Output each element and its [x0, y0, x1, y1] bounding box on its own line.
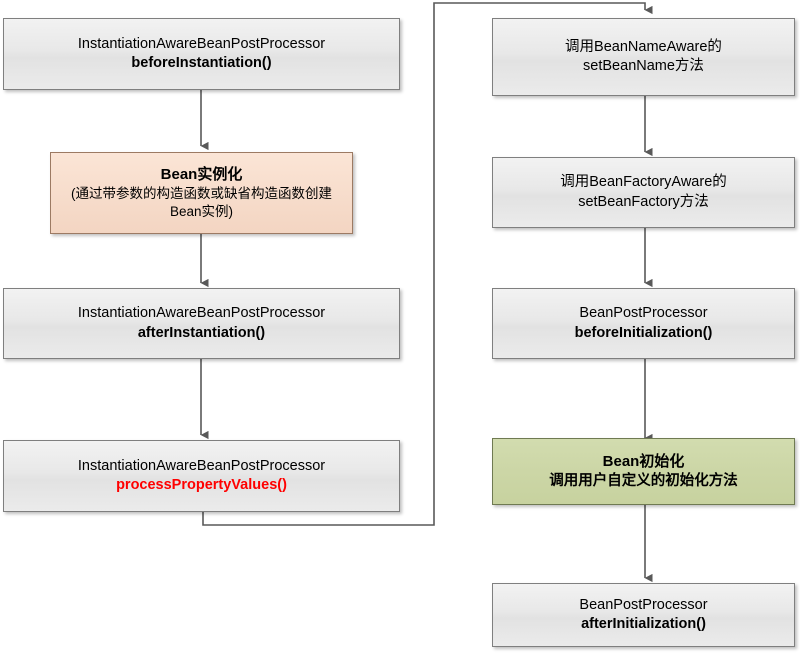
node-bean-name-aware-line2: setBeanName方法: [583, 58, 704, 74]
node-after-instantiation[interactable]: InstantiationAwareBeanPostProcessor afte…: [3, 288, 400, 359]
node-bean-instantiation[interactable]: Bean实例化 (通过带参数的构造函数或缺省构造函数创建Bean实例): [50, 152, 353, 234]
node-after-instantiation-line2: afterInstantiation(): [137, 324, 266, 341]
node-before-initialization-line2: beforeInitialization(): [574, 324, 713, 341]
node-bean-instantiation-line1: Bean实例化: [160, 166, 243, 184]
node-bean-factory-aware[interactable]: 调用BeanFactoryAware的 setBeanFactory方法: [492, 157, 795, 228]
node-before-initialization-line1: BeanPostProcessor: [579, 305, 708, 322]
node-before-initialization[interactable]: BeanPostProcessor beforeInitialization(): [492, 288, 795, 359]
node-process-property-values-line1: InstantiationAwareBeanPostProcessor: [77, 457, 326, 474]
node-bean-name-aware[interactable]: 调用BeanNameAware的 setBeanName方法: [492, 18, 795, 96]
node-after-initialization-line2: afterInitialization(): [581, 616, 706, 632]
node-before-instantiation-line1: InstantiationAwareBeanPostProcessor: [77, 35, 326, 52]
node-bean-initialization-line2: 调用用户自定义的初始化方法: [549, 472, 738, 489]
node-bean-instantiation-line2: (通过带参数的构造函数或缺省构造函数创建Bean实例): [71, 186, 332, 219]
node-bean-name-aware-line1: 调用BeanNameAware的: [565, 38, 722, 55]
node-bean-initialization[interactable]: Bean初始化 调用用户自定义的初始化方法: [492, 438, 795, 505]
node-bean-initialization-line1: Bean初始化: [602, 453, 685, 471]
node-after-instantiation-line1: InstantiationAwareBeanPostProcessor: [77, 305, 326, 322]
node-before-instantiation[interactable]: InstantiationAwareBeanPostProcessor befo…: [3, 18, 400, 90]
node-after-initialization-line1: BeanPostProcessor: [579, 596, 708, 613]
node-process-property-values[interactable]: InstantiationAwareBeanPostProcessor proc…: [3, 440, 400, 512]
node-process-property-values-line2: processPropertyValues(): [116, 477, 287, 493]
node-before-instantiation-line2: beforeInstantiation(): [131, 55, 272, 71]
node-bean-factory-aware-line2: setBeanFactory方法: [578, 193, 709, 210]
node-bean-factory-aware-line1: 调用BeanFactoryAware的: [560, 174, 727, 191]
node-after-initialization[interactable]: BeanPostProcessor afterInitialization(): [492, 583, 795, 647]
